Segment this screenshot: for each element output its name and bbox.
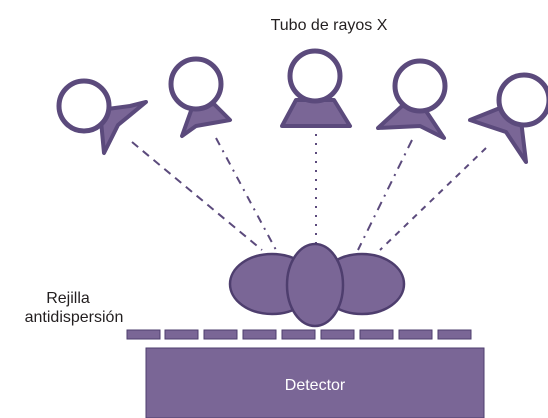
grid-segment: [320, 329, 355, 340]
ray-group: [131, 134, 487, 251]
tube-1-anode: [98, 100, 148, 155]
tube-3-anode: [280, 98, 352, 128]
ray-1: [131, 141, 263, 251]
xray-tube-2: [168, 56, 232, 138]
xray-tube-3: [280, 48, 352, 128]
antiscatter-grid: [126, 329, 472, 340]
grid-segment: [398, 329, 433, 340]
grid-segment: [126, 329, 161, 340]
ray-4: [357, 139, 413, 251]
tube-3-envelope: [287, 48, 343, 104]
xray-tube-5: [468, 72, 548, 164]
grid-segment: [281, 329, 316, 340]
xray-tube-group: [56, 48, 548, 164]
ray-5: [379, 147, 487, 251]
detector-label: Detector: [285, 377, 346, 394]
grid-segment: [164, 329, 199, 340]
grid-label-line1: Rejilla: [46, 290, 90, 307]
body-phantom: [228, 242, 406, 328]
grid-segment: [359, 329, 394, 340]
xray-tube-4: [376, 58, 448, 140]
tube-1-envelope: [56, 78, 112, 134]
tube-5-envelope: [496, 72, 548, 128]
grid-segment: [437, 329, 472, 340]
detector-block: [145, 347, 485, 418]
tube-label: Tubo de rayos X: [271, 17, 388, 34]
grid-segment: [203, 329, 238, 340]
body-center-lobe: [285, 242, 345, 328]
tube-2-envelope: [168, 56, 224, 112]
tube-4-envelope: [392, 58, 448, 114]
grid-label-line2: antidispersión: [25, 309, 124, 326]
ray-2: [215, 137, 277, 251]
grid-segment: [242, 329, 277, 340]
xray-tube-1: [56, 78, 148, 155]
